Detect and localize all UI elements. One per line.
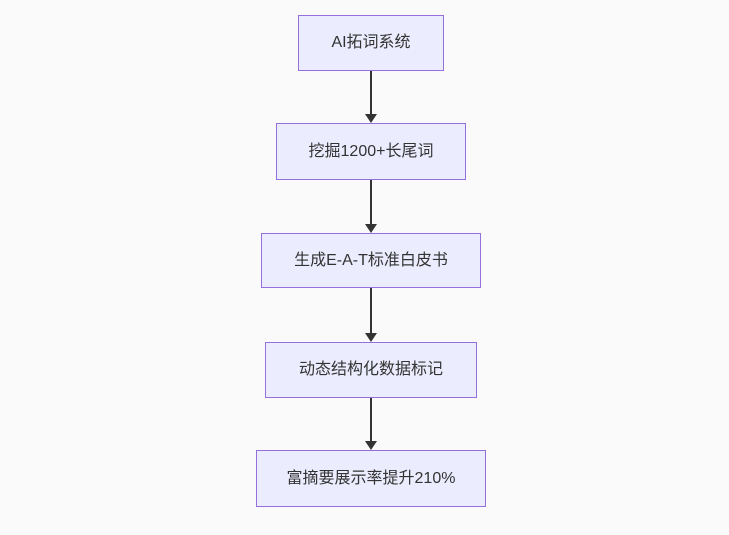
flow-node-ai-keyword-system: AI拓词系统 <box>298 15 444 71</box>
flow-node-label: 富摘要展示率提升210% <box>286 469 456 487</box>
arrow-line <box>370 398 372 441</box>
flow-node-label: 生成E-A-T标准白皮书 <box>294 251 448 269</box>
flow-node-label: 挖掘1200+长尾词 <box>308 142 434 160</box>
arrow-head-icon <box>365 224 377 233</box>
flow-edge-4 <box>364 398 378 450</box>
arrow-head-icon <box>365 441 377 450</box>
flow-edge-3 <box>364 288 378 342</box>
flow-node-eat-whitepaper: 生成E-A-T标准白皮书 <box>261 233 481 288</box>
flow-node-rich-snippet-result: 富摘要展示率提升210% <box>256 450 486 507</box>
flow-node-longtail-mining: 挖掘1200+长尾词 <box>276 123 466 180</box>
arrow-head-icon <box>365 114 377 123</box>
flow-node-label: 动态结构化数据标记 <box>298 361 443 379</box>
arrow-head-icon <box>365 333 377 342</box>
arrow-line <box>370 180 372 224</box>
flow-edge-2 <box>364 180 378 233</box>
flow-edge-1 <box>364 71 378 123</box>
arrow-line <box>370 71 372 114</box>
flow-node-structured-data: 动态结构化数据标记 <box>265 342 477 398</box>
flow-node-label: AI拓词系统 <box>331 34 411 52</box>
arrow-line <box>370 288 372 333</box>
